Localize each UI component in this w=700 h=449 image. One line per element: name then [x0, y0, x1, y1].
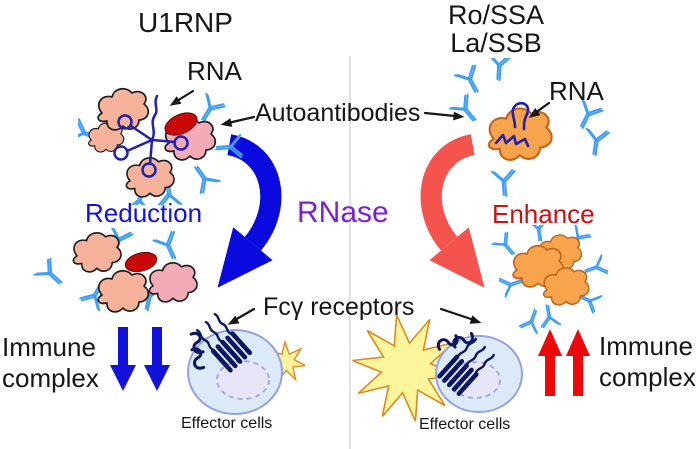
- effector-cells-label-left: Effector cells: [181, 415, 273, 432]
- pointer-arrow-icon: [526, 101, 551, 122]
- rna-molecule-icon: [113, 94, 189, 178]
- right-title-line2: La/SSB: [450, 28, 542, 58]
- effector-cells-label-right: Effector cells: [419, 416, 511, 433]
- pointer-arrow-icon: [167, 89, 195, 110]
- immune-complex-label-right: Immune complex: [599, 331, 696, 392]
- pointer-arrow-icon: [225, 307, 256, 329]
- immune-complex-label-left: Immune complex: [2, 332, 99, 393]
- rna-molecule-icon: [494, 101, 530, 148]
- ro-la-complex-icon: [448, 58, 611, 198]
- fc-receptors-label: Fcγ receptors: [263, 293, 415, 321]
- rna-label-left: RNA: [187, 56, 242, 86]
- sm-protein-icon: [164, 112, 198, 136]
- rnase-label: RNase: [297, 196, 389, 229]
- effector-cell-right-icon: [351, 313, 523, 423]
- u1rnp-complex-icon: [78, 87, 243, 205]
- right-title-line1: Ro/SSA: [447, 0, 545, 30]
- divider-line: [349, 56, 351, 449]
- pointer-arrow-icon: [219, 115, 256, 130]
- pointer-arrow-icon: [423, 111, 465, 122]
- down-arrow-icon: [144, 327, 170, 391]
- enhance-label: Enhance: [492, 199, 595, 229]
- rna-label-right: RNA: [549, 76, 604, 106]
- autoantibodies-label: Autoantibodies: [255, 99, 421, 127]
- reduction-label: Reduction: [85, 198, 203, 228]
- right-title: Ro/SSA La/SSB: [430, 1, 562, 57]
- pointer-arrow-icon: [439, 307, 483, 328]
- down-arrow-icon: [110, 327, 136, 391]
- effector-cell-left-icon: [165, 290, 305, 415]
- sm-protein-icon: [124, 251, 158, 273]
- up-arrow-icon: [538, 329, 562, 396]
- up-arrow-icon: [566, 329, 590, 396]
- dissociated-complex-icon: [33, 228, 198, 314]
- left-title: U1RNP: [138, 7, 233, 38]
